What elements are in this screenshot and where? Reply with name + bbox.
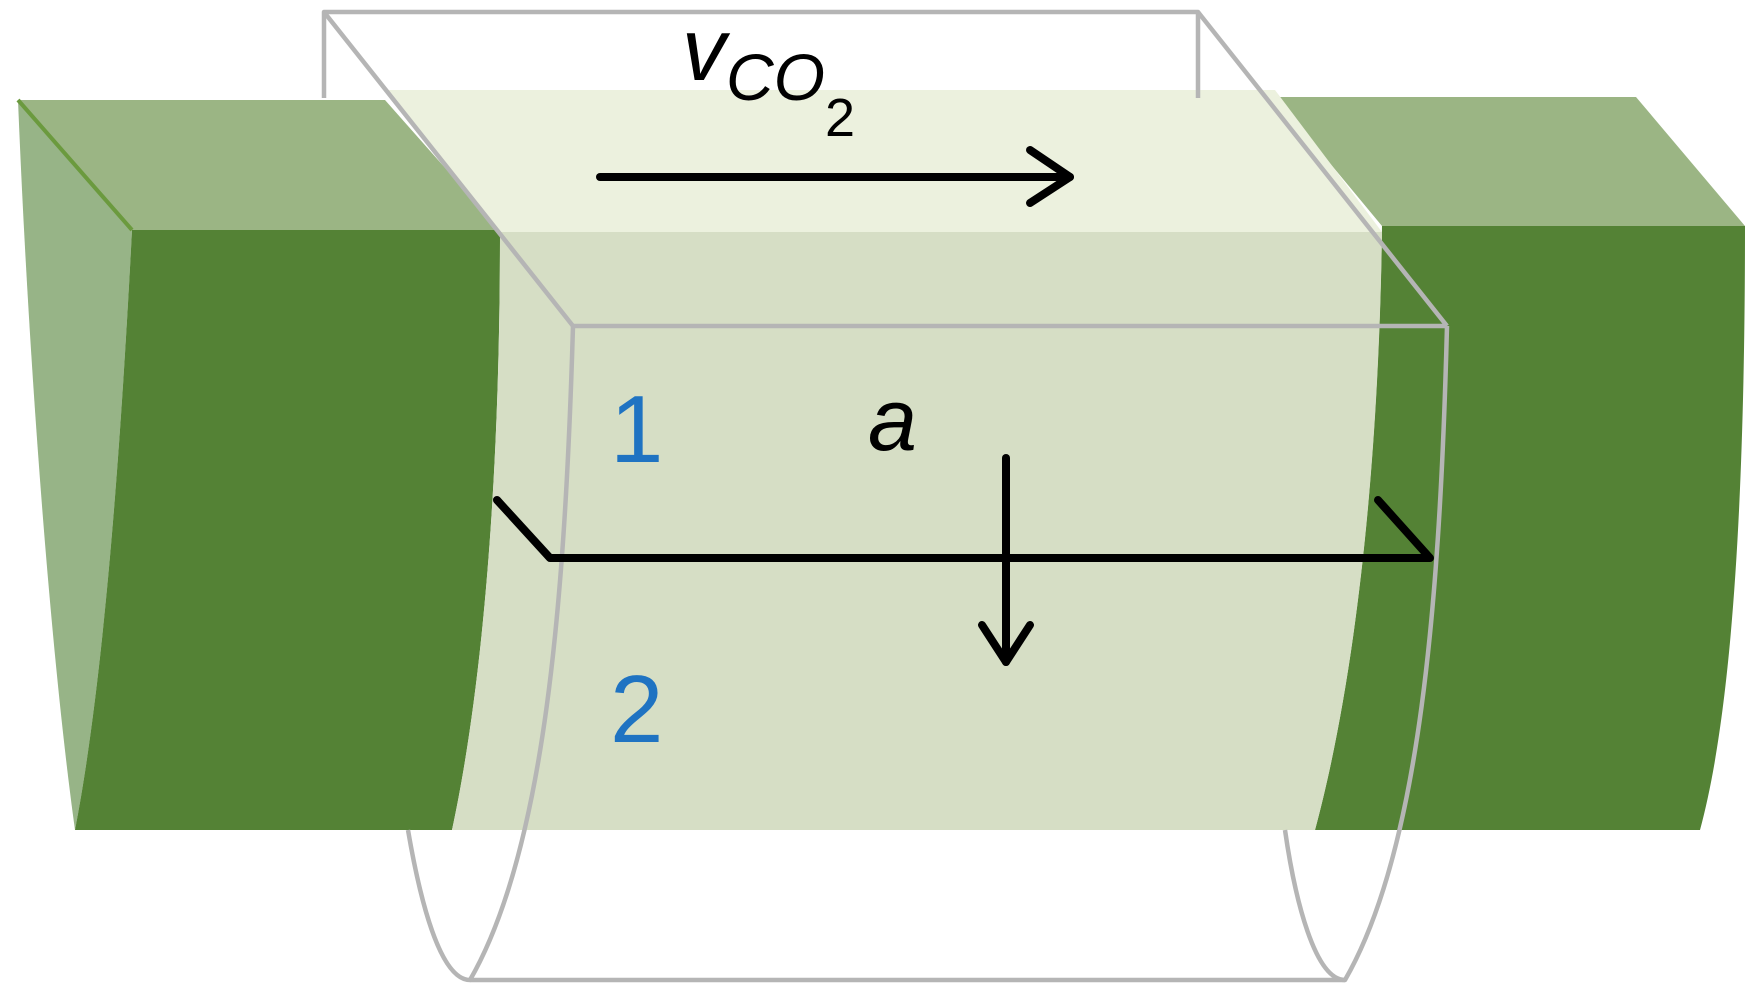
frame-top-left-edge <box>322 10 575 328</box>
left-tube-front-face <box>75 230 500 830</box>
velocity-arrow <box>596 146 1074 207</box>
left-tube-top-face <box>18 100 500 230</box>
right-tube-block <box>1275 97 1745 830</box>
frame-top-right-edge <box>1196 10 1449 328</box>
region-2-label: 2 <box>610 656 663 763</box>
inner-tube-front-face <box>452 232 1382 830</box>
left-tube-block <box>16 98 500 830</box>
right-tube-front-face <box>1315 226 1745 830</box>
region-1-label: 1 <box>610 376 663 483</box>
left-tube-side-face <box>18 100 132 830</box>
inner-tube-section <box>385 90 1382 830</box>
inner-tube-top-face <box>385 90 1382 232</box>
cross-section-marker <box>493 496 1434 562</box>
right-tube-top-face <box>1275 97 1745 226</box>
control-volume-frame <box>321 9 1450 983</box>
frame-right-curve <box>1282 325 1450 983</box>
velocity-label: vCO2 <box>682 0 855 148</box>
acceleration-label: a <box>868 370 917 469</box>
frame-left-curve <box>405 325 576 983</box>
frame-back-left-post <box>321 9 1201 98</box>
left-tube-edge-highlight <box>16 98 134 232</box>
acceleration-arrow <box>978 454 1034 666</box>
